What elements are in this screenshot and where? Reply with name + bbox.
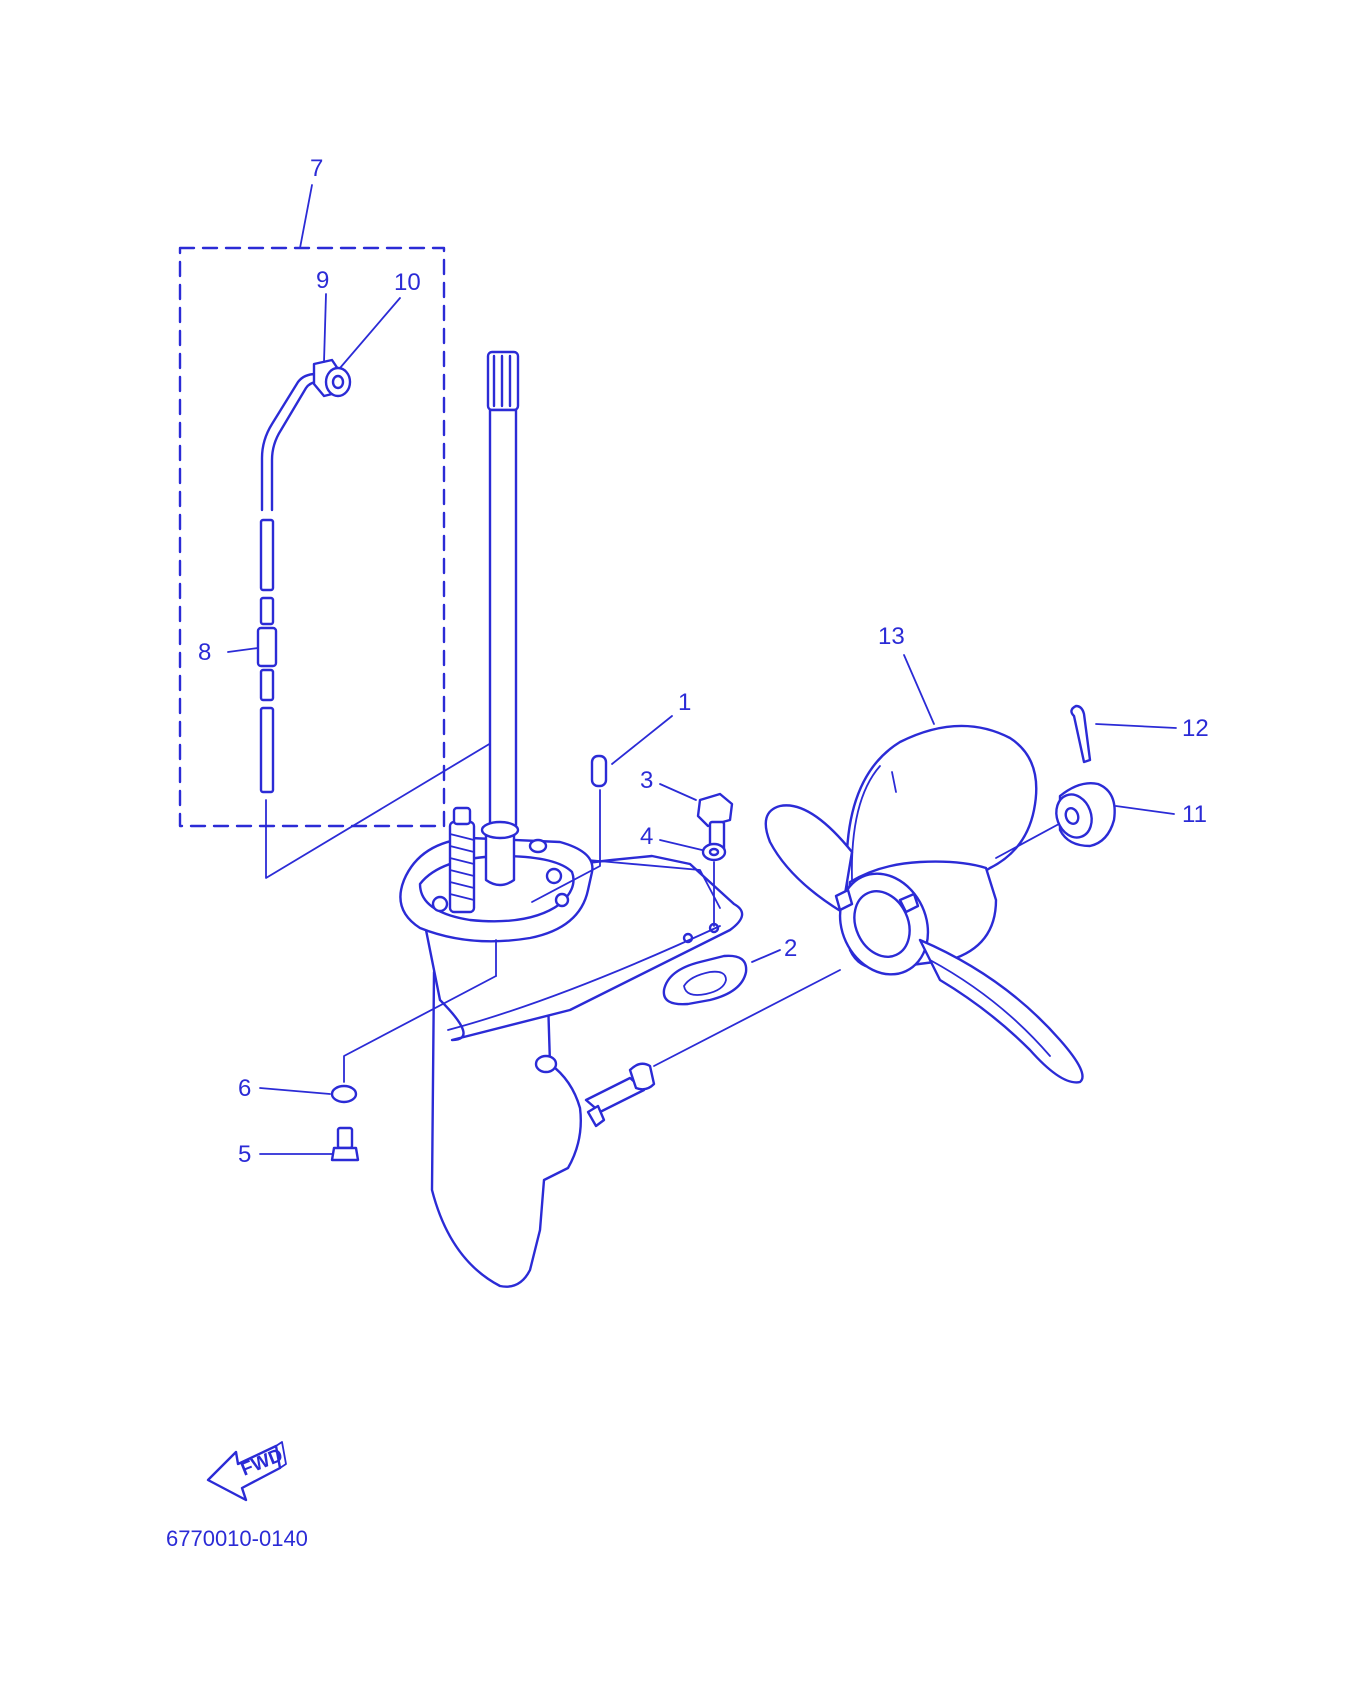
assembly-dashed-frame — [178, 246, 446, 828]
callout-8: 8 — [198, 639, 211, 666]
callout-labels: 1 2 3 4 5 6 7 8 9 10 11 12 13 — [198, 155, 1209, 1168]
cotter-pin — [1070, 704, 1177, 764]
callout-9: 9 — [316, 267, 329, 294]
forward-direction-arrow: FWD — [206, 1441, 287, 1502]
callout-12: 12 — [1182, 715, 1209, 742]
callout-5: 5 — [238, 1141, 251, 1168]
callout-2: 2 — [784, 935, 797, 962]
hardware — [259, 715, 781, 1162]
rod-joint-grommet — [324, 366, 352, 398]
washer-4 — [701, 842, 727, 862]
callout-7: 7 — [310, 155, 323, 182]
callout-1: 1 — [678, 689, 691, 716]
propeller — [764, 654, 1084, 1084]
callout-10: 10 — [394, 269, 421, 296]
bolt-3 — [696, 792, 734, 828]
washer-6 — [330, 1084, 358, 1104]
anode-2 — [662, 954, 748, 1006]
callout-3: 3 — [640, 767, 653, 794]
drive-shaft — [486, 350, 520, 832]
bolt-5 — [336, 1126, 354, 1150]
propeller-nut — [1055, 782, 1175, 848]
callout-13: 13 — [878, 623, 905, 650]
callout-4: 4 — [640, 823, 653, 850]
callout-6: 6 — [238, 1075, 251, 1102]
part-code: 6770010-0140 — [166, 1526, 308, 1551]
lower-unit-housing — [343, 806, 841, 1288]
shift-rod-assembly-group — [178, 184, 497, 879]
callout-11: 11 — [1182, 801, 1207, 828]
dowel-pin — [590, 754, 608, 788]
shift-rod — [260, 372, 318, 512]
